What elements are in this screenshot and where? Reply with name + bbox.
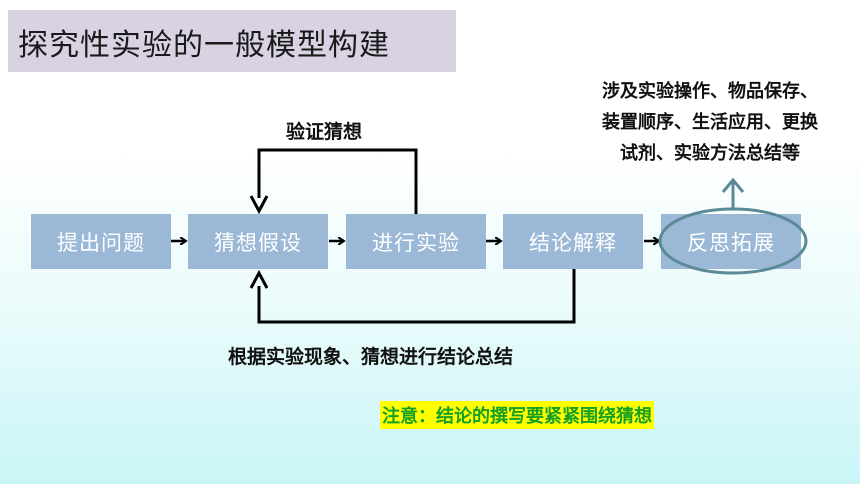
up-arrow-head xyxy=(721,177,745,193)
step-conclusion: 结论解释 xyxy=(503,214,643,269)
verify-loop-label: 验证猜想 xyxy=(286,121,363,143)
extension-description: 涉及实验操作、物品保存、 装置顺序、生活应用、更换 试剂、实验方法总结等 xyxy=(570,76,850,169)
summary-loop-arrowhead xyxy=(249,269,269,289)
extension-line-1: 涉及实验操作、物品保存、 xyxy=(602,81,818,102)
step-reflection: 反思拓展 xyxy=(661,214,801,269)
step-propose-question: 提出问题 xyxy=(31,214,171,269)
note-highlight: 注意：结论的撰写要紧紧围绕猜想 xyxy=(380,401,654,429)
page-title: 探究性实验的一般模型构建 xyxy=(18,28,390,63)
reflection-highlight-ellipse xyxy=(658,207,808,275)
step-experiment: 进行实验 xyxy=(346,214,486,269)
title-banner xyxy=(8,10,456,72)
extension-line-2: 装置顺序、生活应用、更换 xyxy=(602,112,818,133)
verify-loop-arrowhead xyxy=(249,195,269,215)
extension-line-3: 试剂、实验方法总结等 xyxy=(620,143,800,164)
summary-loop-path xyxy=(257,269,576,324)
summary-loop-label: 根据实验现象、猜想进行结论总结 xyxy=(228,346,514,368)
step-hypothesis: 猜想假设 xyxy=(188,214,328,269)
verify-loop-path xyxy=(257,148,418,214)
